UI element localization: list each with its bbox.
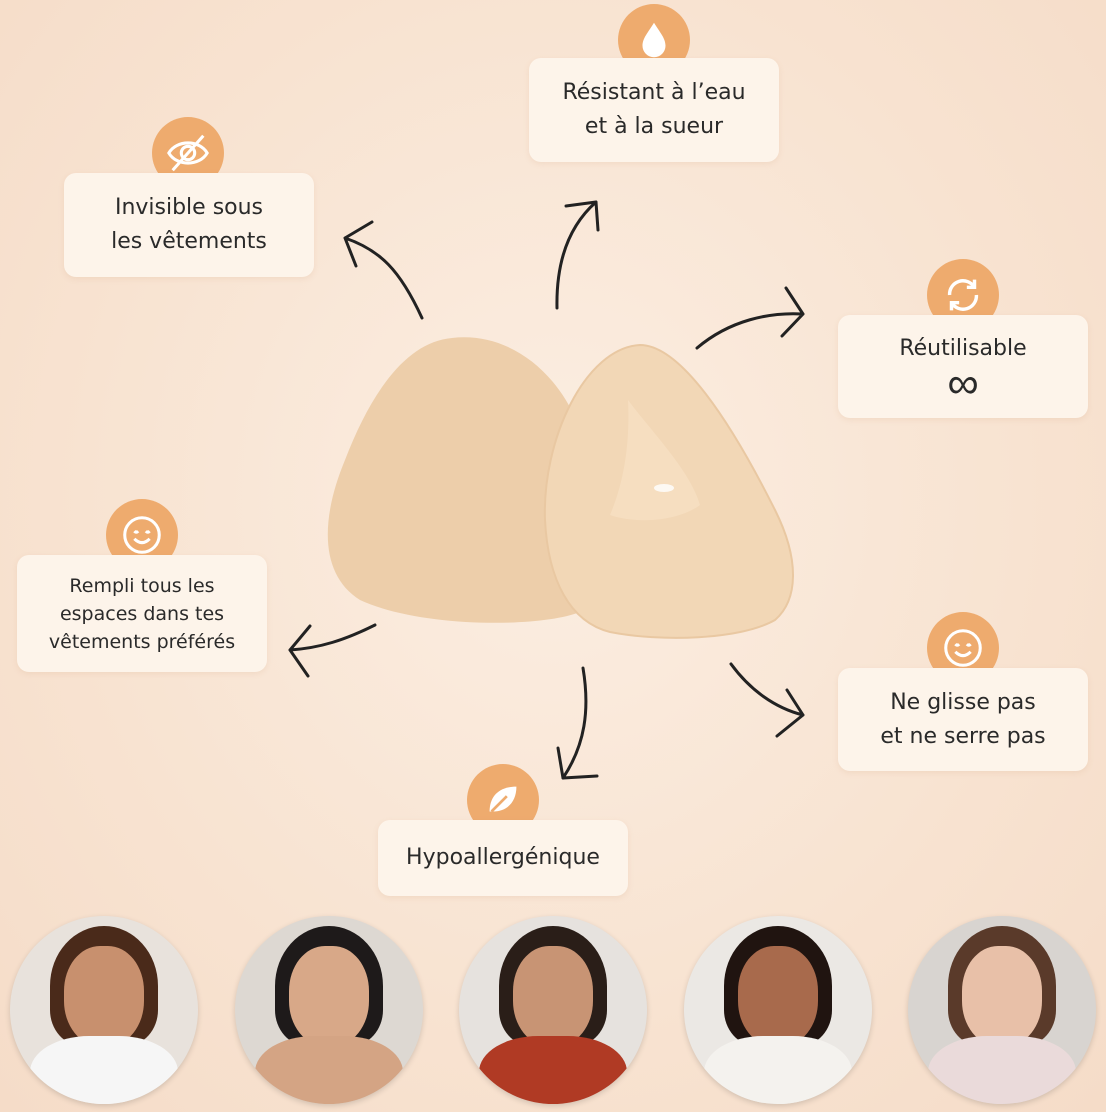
arrow-noslip: [729, 662, 805, 738]
customer-photo-4: [684, 916, 872, 1104]
customer-photo-5: [908, 916, 1096, 1104]
arrow-reusable: [695, 286, 805, 350]
feature-card-fill: Rempli tous les espaces dans tes vêtemen…: [17, 555, 267, 672]
customer-photo-3: [459, 916, 647, 1104]
customer-photo-2: [235, 916, 423, 1104]
arrow-invisible: [343, 220, 424, 320]
feature-text: Ne glisse pas: [890, 689, 1036, 715]
feature-text: Invisible sous: [114, 195, 264, 220]
feature-card-invisible: Invisible sous les vêtements: [64, 173, 314, 277]
feature-text: Résistant à l’eau: [562, 80, 746, 105]
feature-text: les vêtements: [111, 229, 267, 254]
arrow-hypo: [556, 666, 599, 780]
feature-text: vêtements préférés: [48, 630, 236, 653]
customer-photo-1: [10, 916, 198, 1104]
feature-text: Réutilisable: [899, 335, 1027, 361]
feature-text: espaces dans tes: [59, 602, 225, 625]
feature-text: et ne serre pas: [880, 723, 1046, 749]
product-image: [327, 337, 794, 639]
feature-text: Rempli tous les: [69, 574, 215, 597]
feature-text: Hypoallergénique: [406, 845, 600, 870]
feature-card-noslip: Ne glisse pas et ne serre pas: [838, 668, 1088, 771]
feature-text: et à la sueur: [584, 114, 724, 139]
feature-card-water: Résistant à l’eau et à la sueur: [529, 58, 779, 162]
feature-card-hypo: Hypoallergénique: [378, 820, 628, 896]
infinity-symbol: ∞: [947, 357, 979, 409]
feature-card-reusable: Réutilisable ∞: [838, 315, 1088, 418]
arrow-fill: [288, 623, 377, 678]
arrow-water: [555, 200, 600, 310]
